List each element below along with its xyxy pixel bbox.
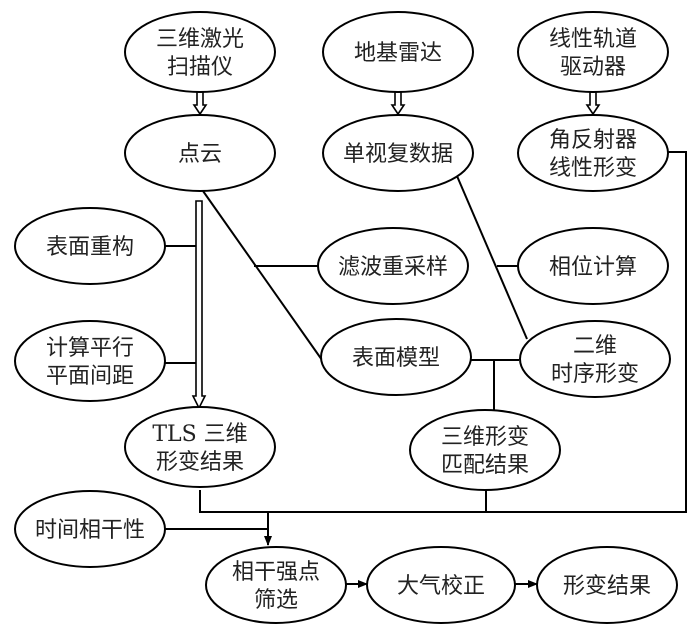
node-label: 扫描仪 — [167, 55, 233, 80]
node-ellipse — [517, 11, 669, 93]
node-ellipse — [124, 114, 276, 192]
node-ellipse — [14, 207, 166, 285]
node-slc: 单视复数据 — [322, 114, 474, 192]
node-ellipse — [519, 320, 671, 398]
node-ellipse — [320, 318, 472, 396]
node-label: 线性形变 — [549, 156, 637, 181]
node-label: 二维 — [573, 334, 617, 359]
node-label: 表面模型 — [352, 346, 440, 371]
node-label: 平面间距 — [46, 364, 134, 389]
node-ellipse — [517, 227, 669, 305]
node-ellipse — [517, 114, 669, 192]
connector-pointcloud-surface — [202, 190, 323, 361]
hollow-arrow-radar-slc — [390, 91, 406, 116]
node-label: 驱动器 — [560, 55, 626, 80]
hollow-arrow-rail-reflector — [585, 91, 601, 116]
node-atmos: 大气校正 — [366, 546, 516, 624]
node-ellipse — [124, 11, 276, 93]
node-label: 地基雷达 — [354, 41, 442, 66]
node-ellipse — [124, 406, 276, 488]
node-ellipse — [409, 409, 561, 491]
node-label: 表面重构 — [46, 235, 134, 260]
hollow-arrow-scanner-pointcloud — [192, 91, 208, 116]
node-label: TLS 三维 — [152, 422, 247, 447]
node-result: 形变结果 — [536, 546, 678, 624]
node-label: 形变结果 — [563, 574, 651, 599]
node-radar: 地基雷达 — [322, 11, 474, 93]
node-ellipse — [536, 546, 678, 624]
node-ellipse — [14, 490, 166, 568]
node-label: 三维形变 — [441, 425, 529, 450]
node-ellipse — [205, 546, 347, 624]
node-filter: 滤波重采样 — [317, 227, 469, 305]
node-ellipse — [366, 546, 516, 624]
node-label: 相干强点 — [232, 560, 320, 585]
node-ellipse — [322, 11, 474, 93]
node-label: 匹配结果 — [441, 453, 529, 478]
node-phase: 相位计算 — [517, 227, 669, 305]
node-pointcloud: 点云 — [124, 114, 276, 192]
node-coherence: 时间相干性 — [14, 490, 166, 568]
node-surface: 表面模型 — [320, 318, 472, 396]
node-reconstruct: 表面重构 — [14, 207, 166, 285]
node-label: 滤波重采样 — [338, 255, 448, 280]
node-label: 单视复数据 — [343, 142, 453, 167]
node-label: 形变结果 — [156, 450, 244, 475]
node-label: 筛选 — [254, 588, 298, 613]
node-label: 相位计算 — [549, 255, 637, 280]
node-label: 计算平行 — [46, 336, 134, 361]
node-label: 大气校正 — [397, 574, 485, 599]
node-ellipse — [14, 320, 166, 402]
node-label: 时间相干性 — [35, 518, 145, 543]
node-label: 三维激光 — [156, 27, 244, 52]
node-ellipse — [317, 227, 469, 305]
node-label: 点云 — [178, 142, 222, 167]
node-label: 线性轨道 — [549, 27, 637, 52]
connector-slc-deform2d — [456, 175, 528, 340]
connector-reflector — [199, 151, 687, 513]
hollow-arrow-pointcloud-tls — [191, 200, 207, 410]
node-ellipse — [322, 114, 474, 192]
node-label: 时序形变 — [551, 362, 639, 387]
node-label: 角反射器 — [549, 128, 637, 153]
